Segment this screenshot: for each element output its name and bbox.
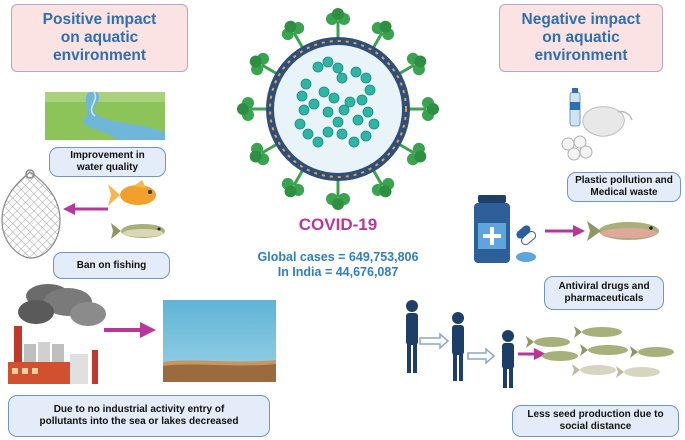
river-illustration: [45, 91, 165, 140]
trout-illustration: [111, 223, 165, 239]
negative-impact-header: Negative impact on aquatic environment: [499, 4, 663, 72]
industrial-label: Due to no industrial activity entry of p…: [8, 395, 270, 437]
sea-illustration: [163, 300, 276, 382]
fish-school-illustration: [526, 326, 674, 378]
arrow-right-icon: [104, 322, 156, 338]
water-quality-label: Improvement in water quality: [49, 147, 166, 177]
fishing-net-illustration: [1, 169, 61, 259]
coronavirus-illustration: [237, 8, 439, 210]
india-cases-text: In India = 44,676,087: [277, 265, 399, 279]
people-social-distance-illustration: [406, 300, 514, 388]
factory-illustration: [8, 284, 106, 384]
positive-impact-header: Positive impact on aquatic environment: [11, 4, 188, 72]
goldfish-illustration: [108, 180, 156, 206]
plastic-waste-illustration: [561, 88, 633, 161]
arrow-right-seed-icon: [518, 348, 546, 360]
seed-production-label: Less seed production due to social dista…: [512, 405, 679, 437]
plastic-waste-label: Plastic pollution and Medical waste: [567, 172, 681, 202]
antiviral-label: Antiviral drugs and pharmaceuticals: [544, 276, 664, 310]
arrow-right-drugs-icon: [545, 225, 585, 237]
global-cases-text: Global cases = 649,753,806: [257, 250, 419, 264]
ban-fishing-label: Ban on fishing: [53, 252, 170, 279]
covid-title: COVID-19: [298, 215, 378, 234]
arrow-left-icon: [63, 203, 108, 215]
trout-drugs-illustration: [587, 221, 659, 241]
drugs-illustration: [474, 195, 537, 263]
